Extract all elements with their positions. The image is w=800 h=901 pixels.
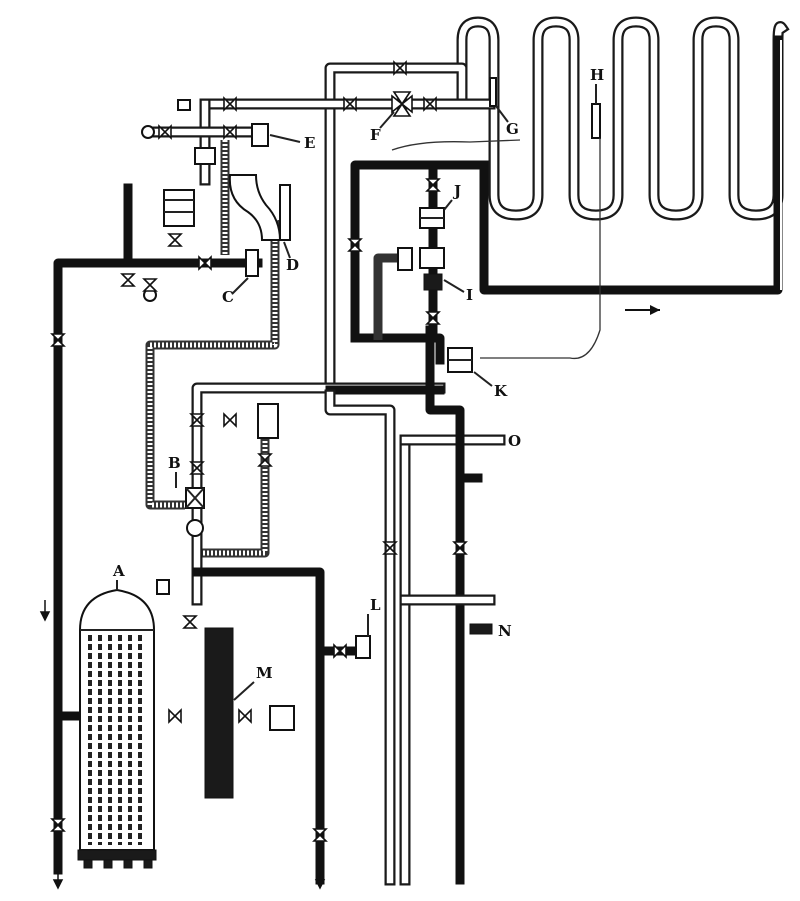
svg-text:E: E: [304, 134, 315, 152]
label-I: I: [443, 279, 473, 304]
device-B-aux: [257, 403, 279, 439]
device-F: [391, 91, 413, 117]
svg-text:A: A: [112, 562, 125, 580]
label-M: M: [233, 664, 273, 701]
device-C: [245, 249, 259, 277]
device-L: [355, 635, 371, 659]
label-E: E: [269, 134, 315, 152]
svg-text:M: M: [256, 664, 273, 682]
right-lines: [324, 325, 506, 886]
svg-text:K: K: [494, 382, 508, 400]
svg-text:D: D: [286, 256, 299, 274]
label-J: J: [443, 182, 461, 211]
svg-text:O: O: [508, 432, 521, 450]
valve-19: [189, 461, 205, 475]
gauge-top-left: [141, 125, 155, 139]
device-D: [228, 174, 291, 241]
label-H: H: [590, 66, 604, 104]
valve-18: [257, 453, 273, 467]
valve-2: [50, 818, 66, 832]
device-K: [447, 347, 473, 373]
device-I: [397, 247, 445, 291]
svg-text:H: H: [590, 66, 604, 84]
label-A: A: [112, 562, 125, 590]
device-M: [204, 627, 295, 799]
valve-15: [425, 311, 441, 325]
label-G: G: [495, 105, 519, 138]
valve-14: [425, 178, 441, 192]
svg-text:L: L: [370, 596, 381, 614]
valve-17: [223, 412, 237, 428]
valve-13: [347, 238, 363, 252]
device-J: [419, 207, 445, 229]
valve-26: [452, 541, 468, 555]
vessel-A: [77, 588, 157, 869]
control-wire: [391, 138, 601, 360]
valve-22: [238, 708, 252, 724]
valves: [50, 60, 468, 842]
valve-20: [182, 615, 198, 629]
valve-16: [189, 413, 205, 427]
svg-text:G: G: [506, 120, 519, 138]
serpentine-coil: [456, 16, 790, 221]
exchanger-stack: [163, 147, 216, 227]
valve-23: [333, 643, 347, 659]
valve-10: [343, 96, 357, 112]
insulated-lines: [145, 140, 280, 558]
valve-25: [382, 541, 398, 555]
valve-11: [423, 96, 437, 112]
valve-24: [312, 828, 328, 842]
device-E: [251, 123, 269, 147]
svg-text:F: F: [370, 126, 381, 144]
svg-text:I: I: [466, 286, 473, 304]
valve-7: [158, 124, 172, 140]
svg-text:C: C: [222, 288, 234, 306]
label-K: K: [473, 371, 508, 400]
label-B: B: [168, 454, 181, 488]
thermometer-G: [489, 77, 497, 107]
svg-text:J: J: [452, 182, 461, 200]
label-D: D: [283, 241, 299, 274]
valve-1: [50, 333, 66, 347]
valve-3: [120, 273, 136, 287]
valve-21: [168, 708, 182, 724]
valve-9: [223, 96, 237, 112]
label-F: F: [370, 111, 395, 144]
label-O: O: [508, 432, 521, 450]
valve-6: [142, 278, 158, 292]
valve-8: [223, 124, 237, 140]
coil-return-line: [479, 35, 783, 295]
outlet-arrows: [39, 600, 326, 890]
device-B: [185, 487, 205, 537]
main-steam-line: [53, 183, 263, 875]
sensor-H: [591, 103, 601, 139]
gauge-M: [156, 579, 170, 595]
valve-4: [167, 233, 183, 247]
label-N: N: [469, 622, 512, 640]
valve-12: [393, 60, 407, 76]
fitting-top: [177, 99, 191, 111]
svg-text:N: N: [498, 622, 512, 640]
label-C: C: [222, 277, 249, 306]
valve-5: [198, 255, 212, 271]
label-L: L: [367, 596, 381, 636]
svg-text:B: B: [168, 454, 181, 472]
